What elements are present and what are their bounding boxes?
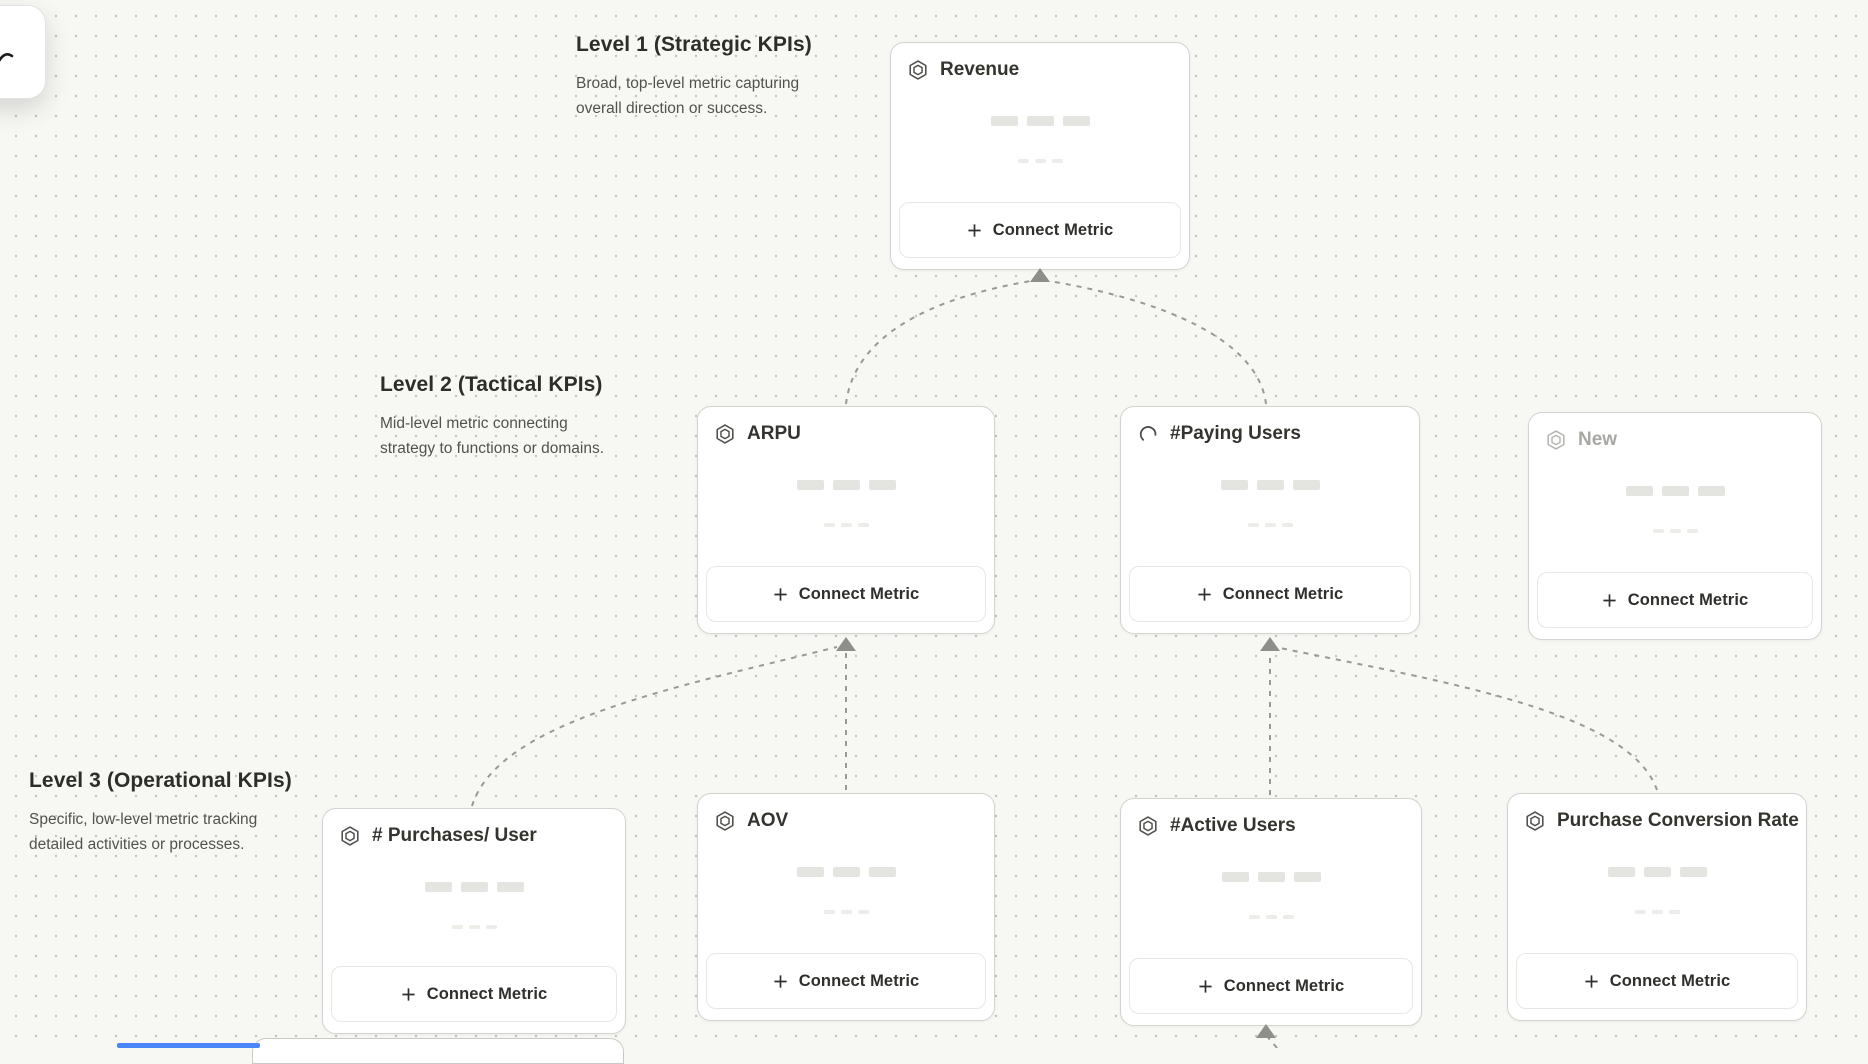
hexagon-metric-icon bbox=[909, 60, 927, 80]
level-1-description-line: Broad, top-level metric capturing bbox=[576, 75, 800, 92]
kpi-card-active-users[interactable]: #Active Users Connect Metric bbox=[1120, 798, 1422, 1026]
spinner-icon bbox=[1139, 426, 1157, 441]
skeleton-bars bbox=[698, 523, 994, 527]
level-2-label: Level 2 (Tactical KPIs) Mid-level metric… bbox=[380, 373, 604, 461]
connector-offscreen-to-active-users bbox=[1266, 1035, 1278, 1048]
skeleton-bars bbox=[1121, 480, 1419, 490]
card-title: AOV bbox=[747, 810, 789, 831]
level-1-description-line: overall direction or success. bbox=[576, 100, 768, 117]
kpi-card-aov[interactable]: AOV Connect Metric bbox=[697, 793, 995, 1021]
connector-pcr-to-paying-users bbox=[1279, 647, 1658, 791]
arrowhead-into-active-users bbox=[1256, 1024, 1276, 1038]
level-3-description-line: Specific, low-level metric tracking bbox=[29, 811, 258, 828]
arrowhead-into-paying-users bbox=[1260, 637, 1280, 651]
connect-metric-label: Connect Metric bbox=[1222, 584, 1344, 603]
skeleton-bars bbox=[1121, 523, 1419, 527]
connect-metric-button[interactable]: Connect Metric bbox=[331, 966, 617, 1022]
hexagon-metric-icon bbox=[716, 424, 734, 444]
kpi-card-purchases-per-user[interactable]: # Purchases/ User Connect Metric bbox=[322, 808, 626, 1034]
skeleton-bars bbox=[1529, 529, 1821, 533]
cursor-icon bbox=[0, 53, 14, 62]
kpi-card-paying-users[interactable]: #Paying Users Connect Metric bbox=[1120, 406, 1420, 634]
floating-toolbar[interactable] bbox=[0, 5, 46, 99]
level-2-description-line: strategy to functions or domains. bbox=[380, 440, 605, 457]
plus-icon bbox=[968, 223, 981, 237]
card-title: Purchase Conversion Rate bbox=[1557, 810, 1799, 831]
connect-metric-button[interactable]: Connect Metric bbox=[1516, 953, 1798, 1009]
skeleton-bars bbox=[323, 882, 625, 892]
connect-metric-button[interactable]: Connect Metric bbox=[1129, 958, 1413, 1014]
plus-icon bbox=[1198, 587, 1211, 601]
card-title: # Purchases/ User bbox=[372, 825, 537, 846]
card-title: #Active Users bbox=[1170, 815, 1296, 836]
connect-metric-label: Connect Metric bbox=[1627, 590, 1749, 609]
card-title: New bbox=[1578, 429, 1618, 450]
kpi-card-arpu[interactable]: ARPU Connect Metric bbox=[697, 406, 995, 634]
skeleton-bars bbox=[698, 867, 994, 877]
kpi-card-revenue[interactable]: Revenue Connect Metric bbox=[890, 42, 1190, 270]
connector-paying-users-to-revenue bbox=[1048, 280, 1267, 405]
level-1-label: Level 1 (Strategic KPIs) Broad, top-leve… bbox=[576, 33, 812, 121]
level-3-description-line: detailed activities or processes. bbox=[29, 836, 245, 853]
level-2-description-line: Mid-level metric connecting bbox=[380, 415, 568, 432]
plus-icon bbox=[1585, 974, 1598, 988]
connect-metric-button[interactable]: Connect Metric bbox=[899, 202, 1181, 258]
level-2-title: Level 2 (Tactical KPIs) bbox=[380, 373, 603, 396]
connector-purchases-to-arpu bbox=[471, 646, 838, 807]
skeleton-bars bbox=[698, 910, 994, 914]
connect-metric-button[interactable]: Connect Metric bbox=[1537, 572, 1813, 628]
connect-metric-label: Connect Metric bbox=[1223, 976, 1345, 995]
level-1-title: Level 1 (Strategic KPIs) bbox=[576, 33, 812, 56]
connector-arpu-to-revenue bbox=[845, 280, 1032, 405]
skeleton-bars bbox=[1121, 872, 1421, 882]
connect-metric-button[interactable]: Connect Metric bbox=[706, 953, 986, 1009]
plus-icon bbox=[774, 587, 787, 601]
level-3-label: Level 3 (Operational KPIs) Specific, low… bbox=[29, 769, 292, 857]
kpi-card-new[interactable]: New Connect Metric bbox=[1528, 412, 1822, 640]
arrowhead-into-arpu bbox=[836, 637, 856, 651]
connect-metric-button[interactable]: Connect Metric bbox=[1129, 566, 1411, 622]
connect-metric-label: Connect Metric bbox=[798, 971, 920, 990]
connect-metric-button[interactable]: Connect Metric bbox=[706, 566, 986, 622]
skeleton-bars bbox=[1508, 910, 1806, 914]
skeleton-bars bbox=[1529, 486, 1821, 496]
hexagon-metric-icon bbox=[716, 811, 734, 831]
connect-metric-label: Connect Metric bbox=[798, 584, 920, 603]
plus-icon bbox=[402, 987, 415, 1001]
kpi-card-purchase-conversion-rate[interactable]: Purchase Conversion Rate Connect Metric bbox=[1507, 793, 1807, 1021]
skeleton-bars bbox=[891, 159, 1189, 163]
skeleton-bars bbox=[323, 925, 625, 929]
plus-icon bbox=[774, 974, 787, 988]
level-3-title: Level 3 (Operational KPIs) bbox=[29, 769, 292, 792]
skeleton-bars bbox=[1121, 915, 1421, 919]
kpi-card-offscreen-partial[interactable] bbox=[252, 1038, 624, 1064]
selection-highlight bbox=[117, 1043, 260, 1048]
skeleton-bars bbox=[1508, 867, 1806, 877]
arrowhead-into-revenue bbox=[1030, 268, 1050, 282]
skeleton-bars bbox=[891, 116, 1189, 126]
connect-metric-label: Connect Metric bbox=[1609, 971, 1731, 990]
hexagon-metric-icon bbox=[341, 826, 359, 846]
plus-icon bbox=[1199, 979, 1212, 993]
hexagon-metric-icon bbox=[1139, 816, 1157, 836]
card-title: ARPU bbox=[747, 423, 801, 444]
hexagon-metric-icon bbox=[1526, 811, 1544, 831]
connect-metric-label: Connect Metric bbox=[992, 220, 1114, 239]
plus-icon bbox=[1603, 593, 1616, 607]
connect-metric-label: Connect Metric bbox=[426, 984, 548, 1003]
hexagon-metric-icon bbox=[1547, 430, 1565, 450]
card-title: Revenue bbox=[940, 59, 1020, 80]
skeleton-bars bbox=[698, 480, 994, 490]
card-title: #Paying Users bbox=[1170, 423, 1301, 444]
